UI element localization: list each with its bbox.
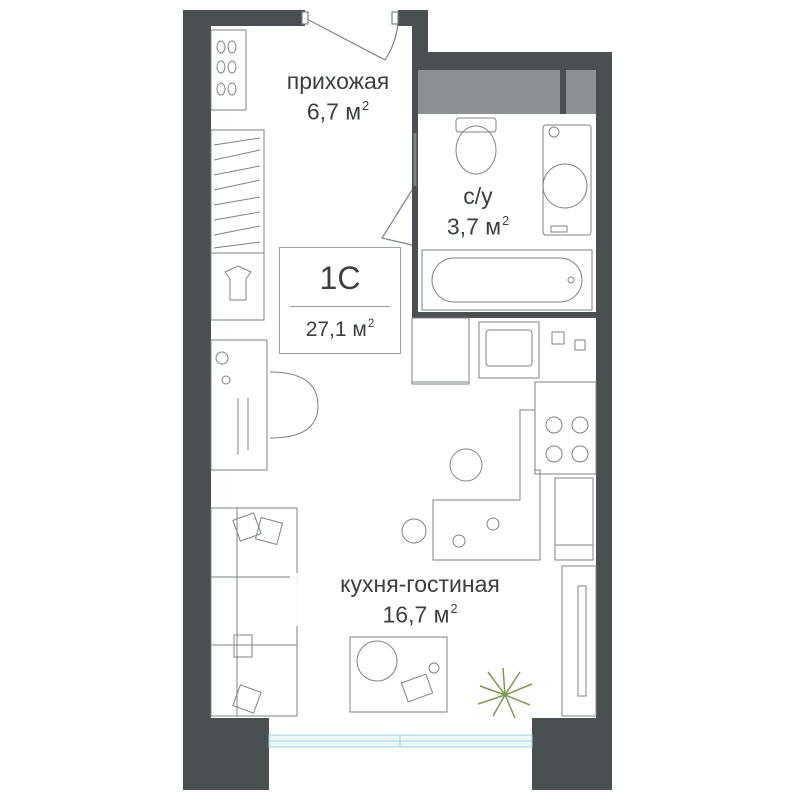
tv-stand xyxy=(561,565,597,717)
bar-counter xyxy=(401,409,541,561)
sofa xyxy=(210,507,298,717)
bathroom-door xyxy=(381,133,417,246)
plant xyxy=(477,667,533,719)
apartment-type: 1С xyxy=(319,260,361,296)
entrance-door xyxy=(301,11,399,61)
window-bottom xyxy=(268,734,533,748)
room-area-hall: 6,7 м2 xyxy=(248,100,428,123)
room-label-living: кухня-гостиная 16,7 м2 xyxy=(290,571,550,627)
room-name-hall: прихожая xyxy=(286,68,390,94)
toilet xyxy=(455,117,497,175)
apartment-badge: 1С 27,1 м2 xyxy=(279,247,401,354)
apartment-total-area-unit: 2 xyxy=(367,318,375,331)
room-area-living-value: 16,7 м xyxy=(382,601,450,628)
upper-window-strip xyxy=(418,70,596,114)
room-area-hall-value: 6,7 м xyxy=(306,98,362,125)
wardrobe xyxy=(210,129,265,321)
coffee-table xyxy=(349,636,448,713)
room-area-living: 16,7 м2 xyxy=(290,603,550,626)
desk xyxy=(210,339,319,471)
outer-walls xyxy=(183,10,612,790)
room-area-hall-unit: 2 xyxy=(362,99,370,113)
room-area-bathroom-unit: 2 xyxy=(502,214,510,228)
room-area-bathroom-value: 3,7 м xyxy=(446,213,502,240)
bathtub xyxy=(421,249,593,311)
room-area-bathroom: 3,7 м2 xyxy=(418,215,538,238)
apartment-total-area-value: 27,1 м xyxy=(305,318,367,341)
washbasin xyxy=(542,124,592,236)
kitchen-unit xyxy=(411,317,597,475)
room-area-living-unit: 2 xyxy=(450,602,458,616)
room-label-hall: прихожая 6,7 м2 xyxy=(248,70,428,123)
room-name-bathroom: с/у xyxy=(463,183,493,209)
fridge xyxy=(554,477,594,561)
room-label-bathroom: с/у 3,7 м2 xyxy=(418,185,538,238)
badge-divider xyxy=(290,306,390,307)
room-name-living: кухня-гостиная xyxy=(340,571,500,597)
apartment-total-area: 27,1 м2 xyxy=(280,318,400,342)
shoe-rack xyxy=(210,29,247,111)
